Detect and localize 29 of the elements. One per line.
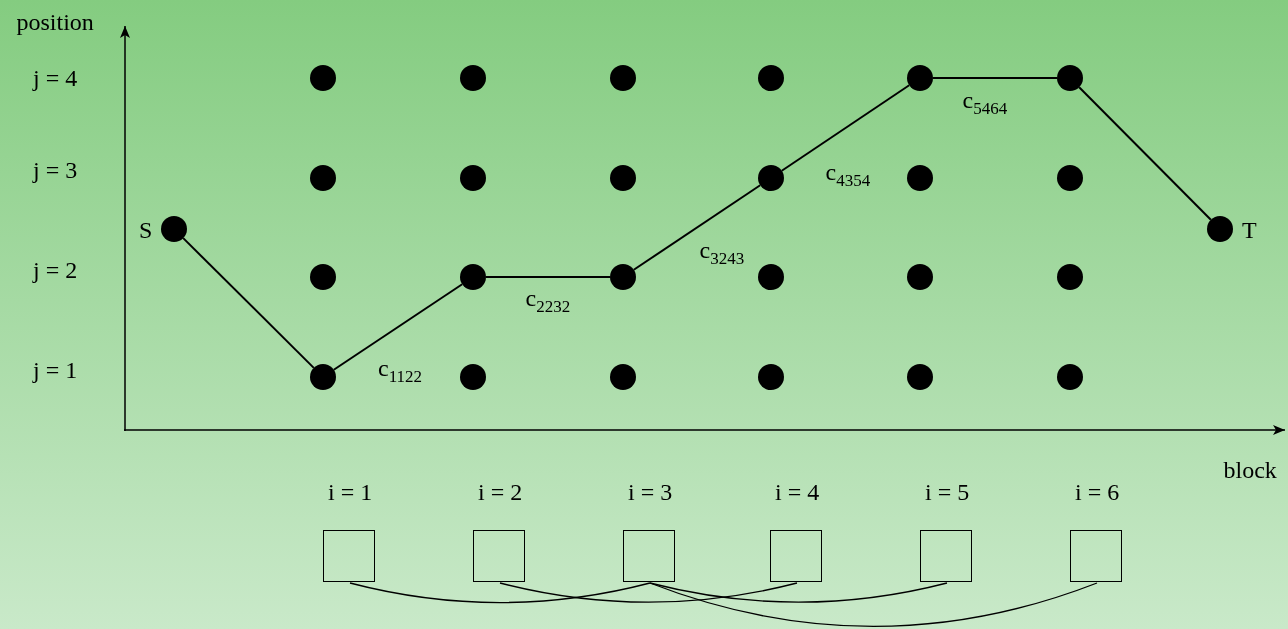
path-line	[332, 283, 464, 371]
column-label: i = 1	[328, 479, 373, 504]
row-label: j = 4	[33, 66, 78, 90]
arc-connector	[499, 582, 798, 603]
path-line	[632, 184, 762, 271]
edge-label: c$_{3243}$	[699, 238, 745, 262]
column-label: i = 4	[775, 479, 820, 504]
edge-label: c$_{2232}$	[525, 286, 571, 310]
row-label: j = 3	[33, 158, 78, 182]
axis-title: position	[16, 10, 94, 34]
path-line	[182, 237, 315, 369]
column-label: i = 6	[1075, 479, 1120, 504]
row-label: j = 2	[33, 258, 78, 282]
edge-label: c$_{1122}$	[378, 356, 423, 380]
path-line	[485, 276, 611, 278]
arc-connector	[349, 582, 651, 604]
edge-label: c$_{5464}$	[962, 88, 1008, 112]
column-label: i = 3	[628, 479, 673, 504]
path-line	[1078, 86, 1212, 221]
path-line	[932, 77, 1058, 79]
point-label: T	[1242, 218, 1257, 242]
column-label: i = 2	[478, 479, 523, 504]
arc-connector	[649, 582, 1098, 628]
path-line	[780, 84, 911, 172]
column-label: i = 5	[925, 479, 970, 504]
axis-title: block	[1223, 458, 1277, 482]
row-label: j = 1	[33, 358, 78, 382]
point-label: S	[139, 218, 153, 242]
edge-label: c$_{4354}$	[825, 160, 871, 184]
